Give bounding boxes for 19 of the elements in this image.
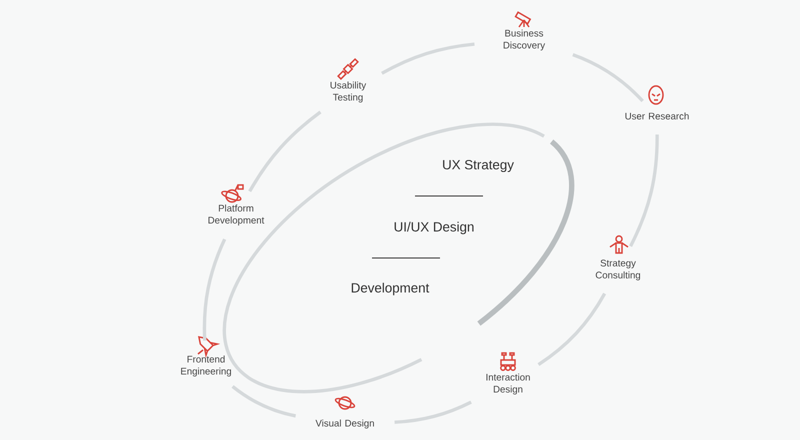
orbit-arc [394,400,472,424]
orbit-arc [629,134,659,247]
center-label: UI/UX Design [394,222,474,234]
orbit-arc [381,42,475,75]
center-label: Development [352,282,430,296]
orbit-label: Strategy Consulting [596,260,640,280]
orbit-label: Platform Development [208,204,264,226]
orbit-label: Frontend Engineering [181,356,231,376]
orbit-arc [248,110,322,192]
orbit-arc [232,385,296,418]
orbit-label: Visual Design [316,420,374,428]
orbit-label: User Research [625,112,689,120]
orbit-arc [538,292,606,366]
orbit-label: Interaction Design [486,374,530,394]
orbit-label: Usability Testing [330,82,366,102]
center-label: UX Strategy [443,160,514,172]
orbit-label: Business Discovery [504,30,546,50]
orbit-arc [572,53,644,102]
orbit-arc [202,238,226,341]
